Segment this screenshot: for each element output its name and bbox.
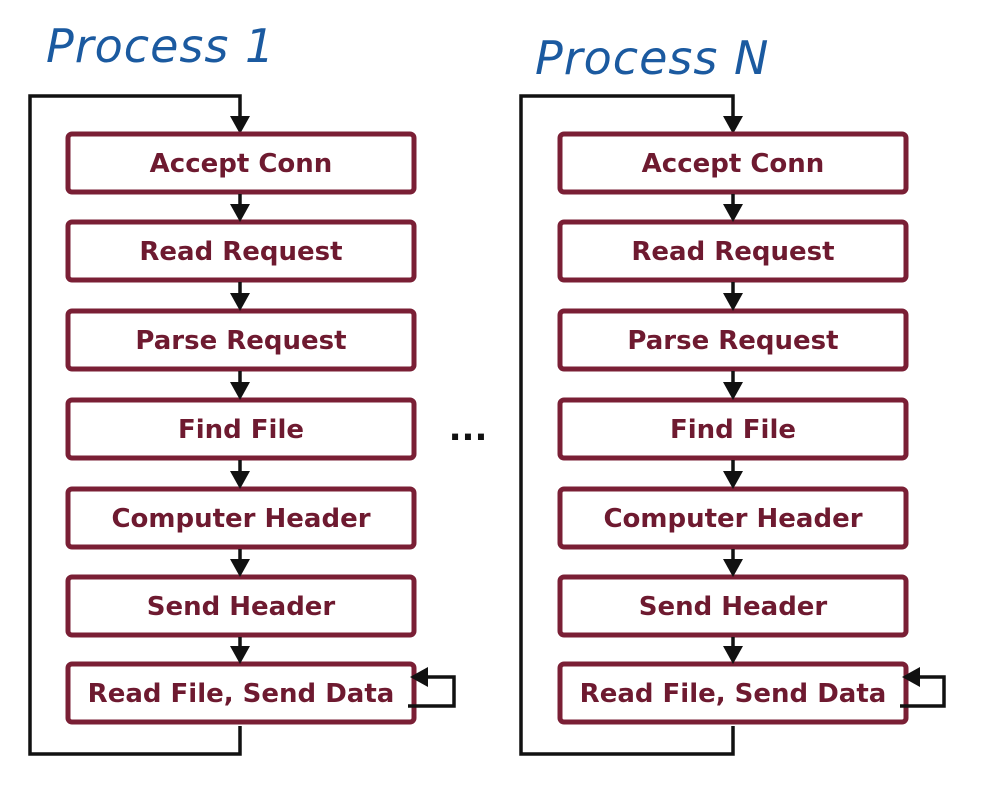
process-n-step-label-5: Computer Header — [603, 504, 862, 534]
process-1-arrow-1 — [230, 204, 250, 222]
process-n-step-label-3: Parse Request — [627, 326, 838, 356]
process-n-self-loop — [900, 675, 946, 708]
process-1-entry-arrow — [230, 116, 250, 134]
process-n-step-label-2: Read Request — [631, 237, 834, 267]
process-1-group: Process 1 Accept Conn Read Request Parse… — [28, 19, 456, 756]
process-1-step-label-5: Computer Header — [111, 504, 370, 534]
process-1-arrow-2 — [230, 293, 250, 311]
process-1-step-label-4: Find File — [178, 415, 304, 445]
process-n-arrow-6 — [723, 646, 743, 664]
process-1-step-label-3: Parse Request — [135, 326, 346, 356]
process-1-step-box-3 — [65, 308, 417, 372]
ellipsis-separator: ... — [449, 409, 488, 449]
process-1-step-box-6 — [65, 574, 417, 638]
process-1-arrow-6 — [230, 646, 250, 664]
process-n-arrow-4 — [723, 471, 743, 489]
process-1-step-label-6: Send Header — [147, 592, 336, 622]
process-1-step-box-1 — [65, 131, 417, 195]
process-n-step-label-6: Send Header — [639, 592, 828, 622]
process-1-step-label-7: Read File, Send Data — [88, 679, 395, 709]
process-n-arrow-5 — [723, 559, 743, 577]
process-1-step-box-4 — [65, 397, 417, 461]
process-n-step-box-1 — [557, 131, 909, 195]
process-1-arrow-5 — [230, 559, 250, 577]
process-n-group: Process N Accept Conn Read Request Parse… — [519, 31, 946, 756]
process-1-loop-line — [28, 94, 242, 756]
process-1-title: Process 1 — [46, 19, 275, 73]
process-n-title: Process N — [535, 31, 769, 85]
process-n-entry-arrow — [723, 116, 743, 134]
process-n-loop-line — [519, 94, 735, 756]
process-n-arrow-1 — [723, 204, 743, 222]
process-1-step-label-1: Accept Conn — [150, 149, 333, 179]
process-n-step-label-4: Find File — [670, 415, 796, 445]
process-n-self-loop-arrow — [902, 667, 920, 687]
process-1-step-box-7 — [65, 661, 417, 725]
process-1-arrow-4 — [230, 471, 250, 489]
process-1-arrow-3 — [230, 382, 250, 400]
process-1-self-loop — [408, 675, 456, 708]
process-1-self-loop-arrow — [410, 667, 428, 687]
process-n-arrow-2 — [723, 293, 743, 311]
process-n-arrow-3 — [723, 382, 743, 400]
process-n-step-label-1: Accept Conn — [642, 149, 825, 179]
process-1-step-label-2: Read Request — [139, 237, 342, 267]
process-n-step-label-7: Read File, Send Data — [580, 679, 887, 709]
process-1-step-box-5 — [65, 486, 417, 550]
process-1-step-box-2 — [65, 219, 417, 283]
